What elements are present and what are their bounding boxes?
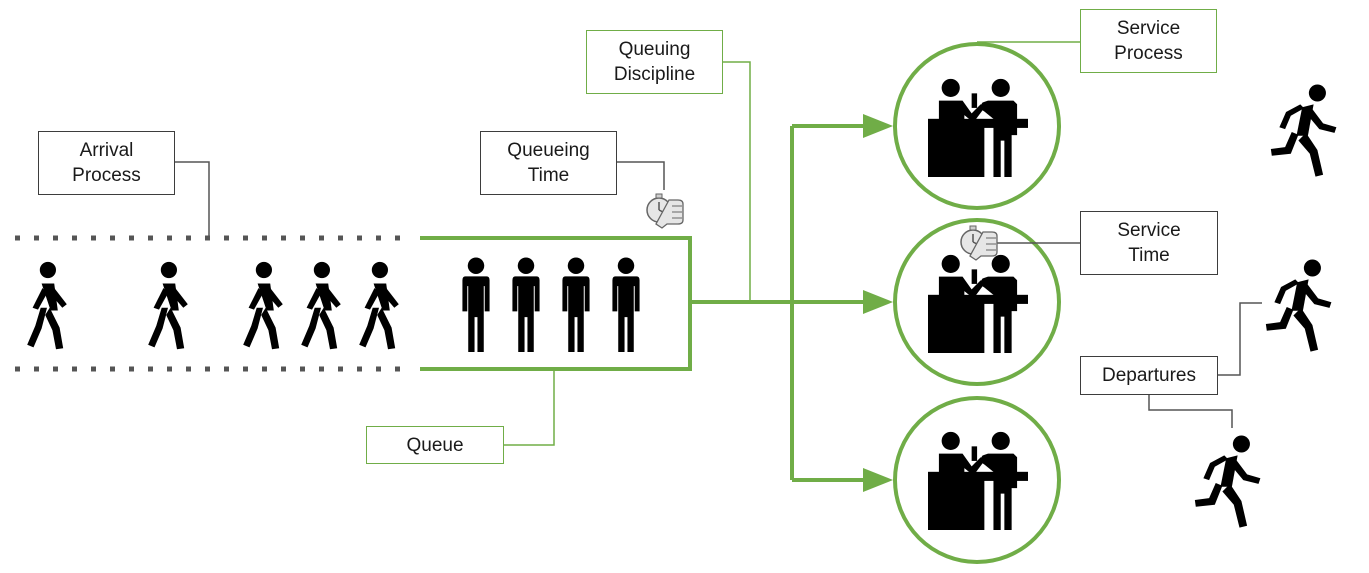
queue-label: Queue <box>366 426 504 464</box>
standing-person-icon <box>512 257 540 353</box>
standing-person-icon <box>562 257 590 353</box>
service-time-line-1: Service <box>1117 220 1181 241</box>
service-time-line-2: Time <box>1128 245 1170 266</box>
walking-person-icon <box>27 261 67 350</box>
running-person-icon <box>1265 259 1332 352</box>
departures-label-text: Departures <box>1102 365 1196 386</box>
service-process-line-2: Process <box>1114 43 1183 64</box>
standing-person-icon <box>462 257 490 353</box>
arrow-to-server-3 <box>863 468 893 492</box>
routing-lines <box>690 124 870 482</box>
walking-person-icon <box>148 261 188 350</box>
queueing-time-line-1: Queueing <box>507 140 590 161</box>
arrival-stream-boundary <box>15 235 400 372</box>
queuing-discipline-line-1: Queuing <box>618 39 691 60</box>
queuing-discipline-line-2: Discipline <box>613 64 696 85</box>
arrival-process-line-2: Process <box>72 165 141 186</box>
arrow-to-server-2 <box>863 290 893 314</box>
stopwatch-icon <box>646 193 684 229</box>
queue-label-text: Queue <box>406 434 464 456</box>
walking-person-icon <box>359 261 399 350</box>
departures-label: Departures <box>1080 356 1218 395</box>
queue-container <box>420 236 692 371</box>
running-person-icon <box>1194 435 1261 528</box>
walking-person-icon <box>301 261 341 350</box>
walking-person-icon <box>243 261 283 350</box>
service-process-line-1: Service <box>1116 18 1181 39</box>
queueing-time-line-2: Time <box>527 165 570 186</box>
arrival-process-line-1: Arrival <box>79 140 134 161</box>
running-person-icon <box>1270 84 1337 177</box>
label-connectors <box>175 41 1262 446</box>
arrow-to-server-1 <box>863 114 893 138</box>
standing-person-icon <box>612 257 640 353</box>
